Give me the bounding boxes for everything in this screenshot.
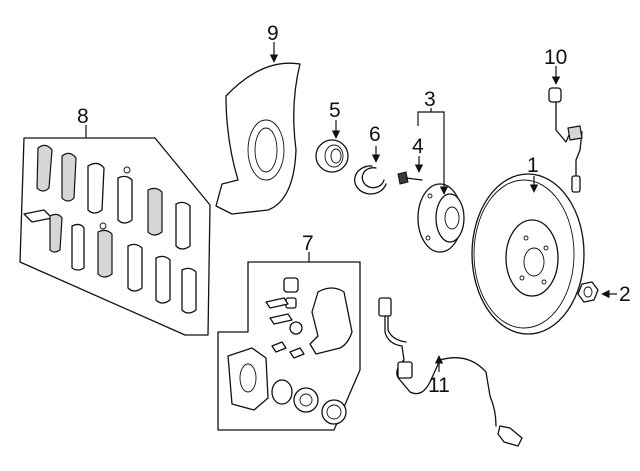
dust-shield [215, 62, 301, 215]
rotor-group: 1 [471, 154, 585, 335]
callout-11: 11 [428, 374, 450, 397]
callout-2: 2 [619, 283, 631, 306]
snap-ring-group: 6 [354, 123, 387, 195]
callout-8: 8 [77, 105, 89, 128]
hub-group: 3 [417, 88, 465, 253]
abs-sensor-tip [497, 425, 523, 447]
caliper-kit-group: 7 [217, 232, 361, 431]
pad-kit-group: 8 [19, 105, 211, 336]
abs-sensor-connector [378, 297, 392, 317]
callout-6: 6 [369, 123, 381, 146]
callout-4: 4 [412, 135, 424, 158]
brake-caliper [227, 347, 269, 411]
caliper-bracket [309, 287, 353, 355]
bearing-group: 5 [315, 99, 349, 173]
callout-7: 7 [302, 232, 314, 255]
brake-pad-icons [23, 144, 197, 314]
caliper-parts-icons [227, 277, 353, 425]
callout-1: 1 [527, 154, 539, 177]
dust-shield-group: 9 [215, 22, 301, 215]
hub-bolt [397, 171, 409, 185]
abs-sensor-group: 11 [378, 297, 523, 447]
abs-sensor-wire [384, 315, 497, 427]
hub-nut-group: 2 [577, 281, 631, 306]
hub-nut [577, 281, 599, 303]
snap-ring [354, 165, 387, 195]
callout-9: 9 [267, 22, 279, 45]
caliper-piston [293, 387, 319, 413]
callout-3: 3 [424, 88, 436, 111]
brake-hose-group: 10 [544, 46, 583, 193]
brake-hose [548, 87, 562, 103]
callout-10: 10 [544, 46, 567, 69]
hub-bolt-group: 4 [397, 135, 424, 185]
callout-5: 5 [329, 99, 341, 122]
